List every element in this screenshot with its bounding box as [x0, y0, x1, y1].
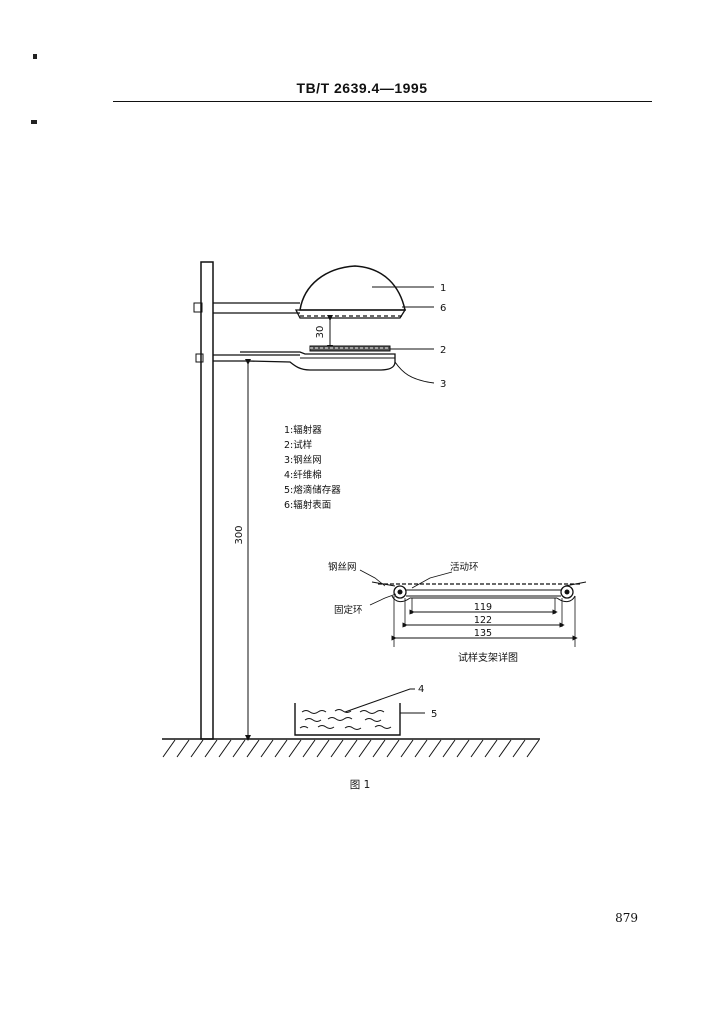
ground-hatch-line [316, 739, 330, 758]
ground-hatch-line [526, 739, 540, 758]
header-rule [113, 101, 652, 102]
ground-hatch-line [218, 739, 232, 758]
ground-hatch-line [442, 739, 456, 758]
legend-item: 5:熔滴储存器 [284, 484, 341, 496]
figure-caption: 图 1 [350, 779, 371, 791]
radiator-arm [213, 302, 300, 314]
callout-1: 1 [440, 283, 446, 294]
detail-label-movable-ring: 活动环 [450, 561, 479, 573]
specimen-holder-detail: 钢丝网 活动环 固定环 119 122 135 试样支架详图 [328, 561, 587, 664]
detail-label-fixed-ring: 固定环 [334, 604, 363, 616]
scan-mark [31, 120, 37, 124]
ground-hatch-line [162, 739, 176, 758]
standard-code-header: TB/T 2639.4—1995 [296, 80, 428, 96]
legend-item: 1:辐射器 [284, 424, 322, 436]
holder-arm [213, 354, 300, 362]
detail-leader-movable-ring [411, 571, 453, 589]
detail-label-wire-mesh: 钢丝网 [328, 561, 357, 573]
ground-hatching [162, 739, 540, 758]
ground-hatch-line [204, 739, 218, 758]
callout-leader-3 [394, 361, 435, 384]
radiator-base [294, 309, 407, 319]
ground-hatch-line [428, 739, 442, 758]
ground-hatch-line [330, 739, 344, 758]
callout-leader-4 [344, 688, 415, 713]
ground-hatch-line [190, 739, 204, 758]
ground-hatch-line [414, 739, 428, 758]
ground-hatch-line [176, 739, 190, 758]
ground-hatch-line [358, 739, 372, 758]
ground-hatch-line [372, 739, 386, 758]
ground-hatch-line [498, 739, 512, 758]
ground-hatch-line [484, 739, 498, 758]
callout-4: 4 [418, 684, 424, 695]
callout-5: 5 [431, 709, 437, 720]
legend-item: 6:辐射表面 [284, 499, 331, 511]
detail-frame [406, 589, 561, 599]
ground-hatch-line [344, 739, 358, 758]
detail-dim-inner: 119 [474, 602, 492, 613]
detail-mesh-edge [371, 581, 587, 587]
ground-hatch-line [274, 739, 288, 758]
detail-right-ring-core [564, 589, 570, 595]
ground-hatch-line [232, 739, 246, 758]
detail-left-ring [393, 585, 407, 599]
ground-hatch-line [288, 739, 302, 758]
ground-hatch-line [456, 739, 470, 758]
detail-leader-fixed-ring [369, 593, 397, 606]
holder-arm-clamp [195, 353, 204, 363]
detail-right-ring-holder [556, 595, 576, 603]
ground-hatch-line [470, 739, 484, 758]
support-pole [200, 261, 214, 740]
ground-hatch-line [246, 739, 260, 758]
detail-caption: 试样支架详图 [458, 651, 518, 664]
legend-item: 3:钢丝网 [284, 454, 322, 466]
drip-container [294, 703, 401, 736]
figure-legend: 1:辐射器 2:试样 3:钢丝网 4:纤维棉 5:熔滴储存器 6:辐射表面 [284, 424, 341, 511]
detail-left-ring-holder [391, 595, 411, 603]
gap-dimension-value: 30 [315, 326, 326, 339]
ground-hatch-line [386, 739, 400, 758]
wire-mesh-tray [240, 351, 396, 371]
detail-right-ring [560, 585, 574, 599]
ground-hatch-line [302, 739, 316, 758]
ground-hatch-line [260, 739, 274, 758]
legend-item: 2:试样 [284, 439, 312, 451]
legend-item: 4:纤维棉 [284, 469, 322, 481]
ground-hatch-line [400, 739, 414, 758]
height-dimension-value: 300 [234, 525, 245, 544]
detail-dim-outer: 135 [474, 628, 492, 639]
callout-3: 3 [440, 379, 446, 390]
callout-2: 2 [440, 345, 446, 356]
page-number: 879 [615, 911, 638, 925]
detail-left-ring-core [397, 589, 403, 595]
callout-6: 6 [440, 303, 446, 314]
fiber-cotton [299, 709, 392, 730]
radiator-dome [299, 265, 406, 311]
radiator-arm-clamp [193, 302, 203, 313]
detail-dim-middle: 122 [474, 615, 492, 626]
ground-hatch-line [512, 739, 526, 758]
scan-mark [33, 54, 37, 59]
